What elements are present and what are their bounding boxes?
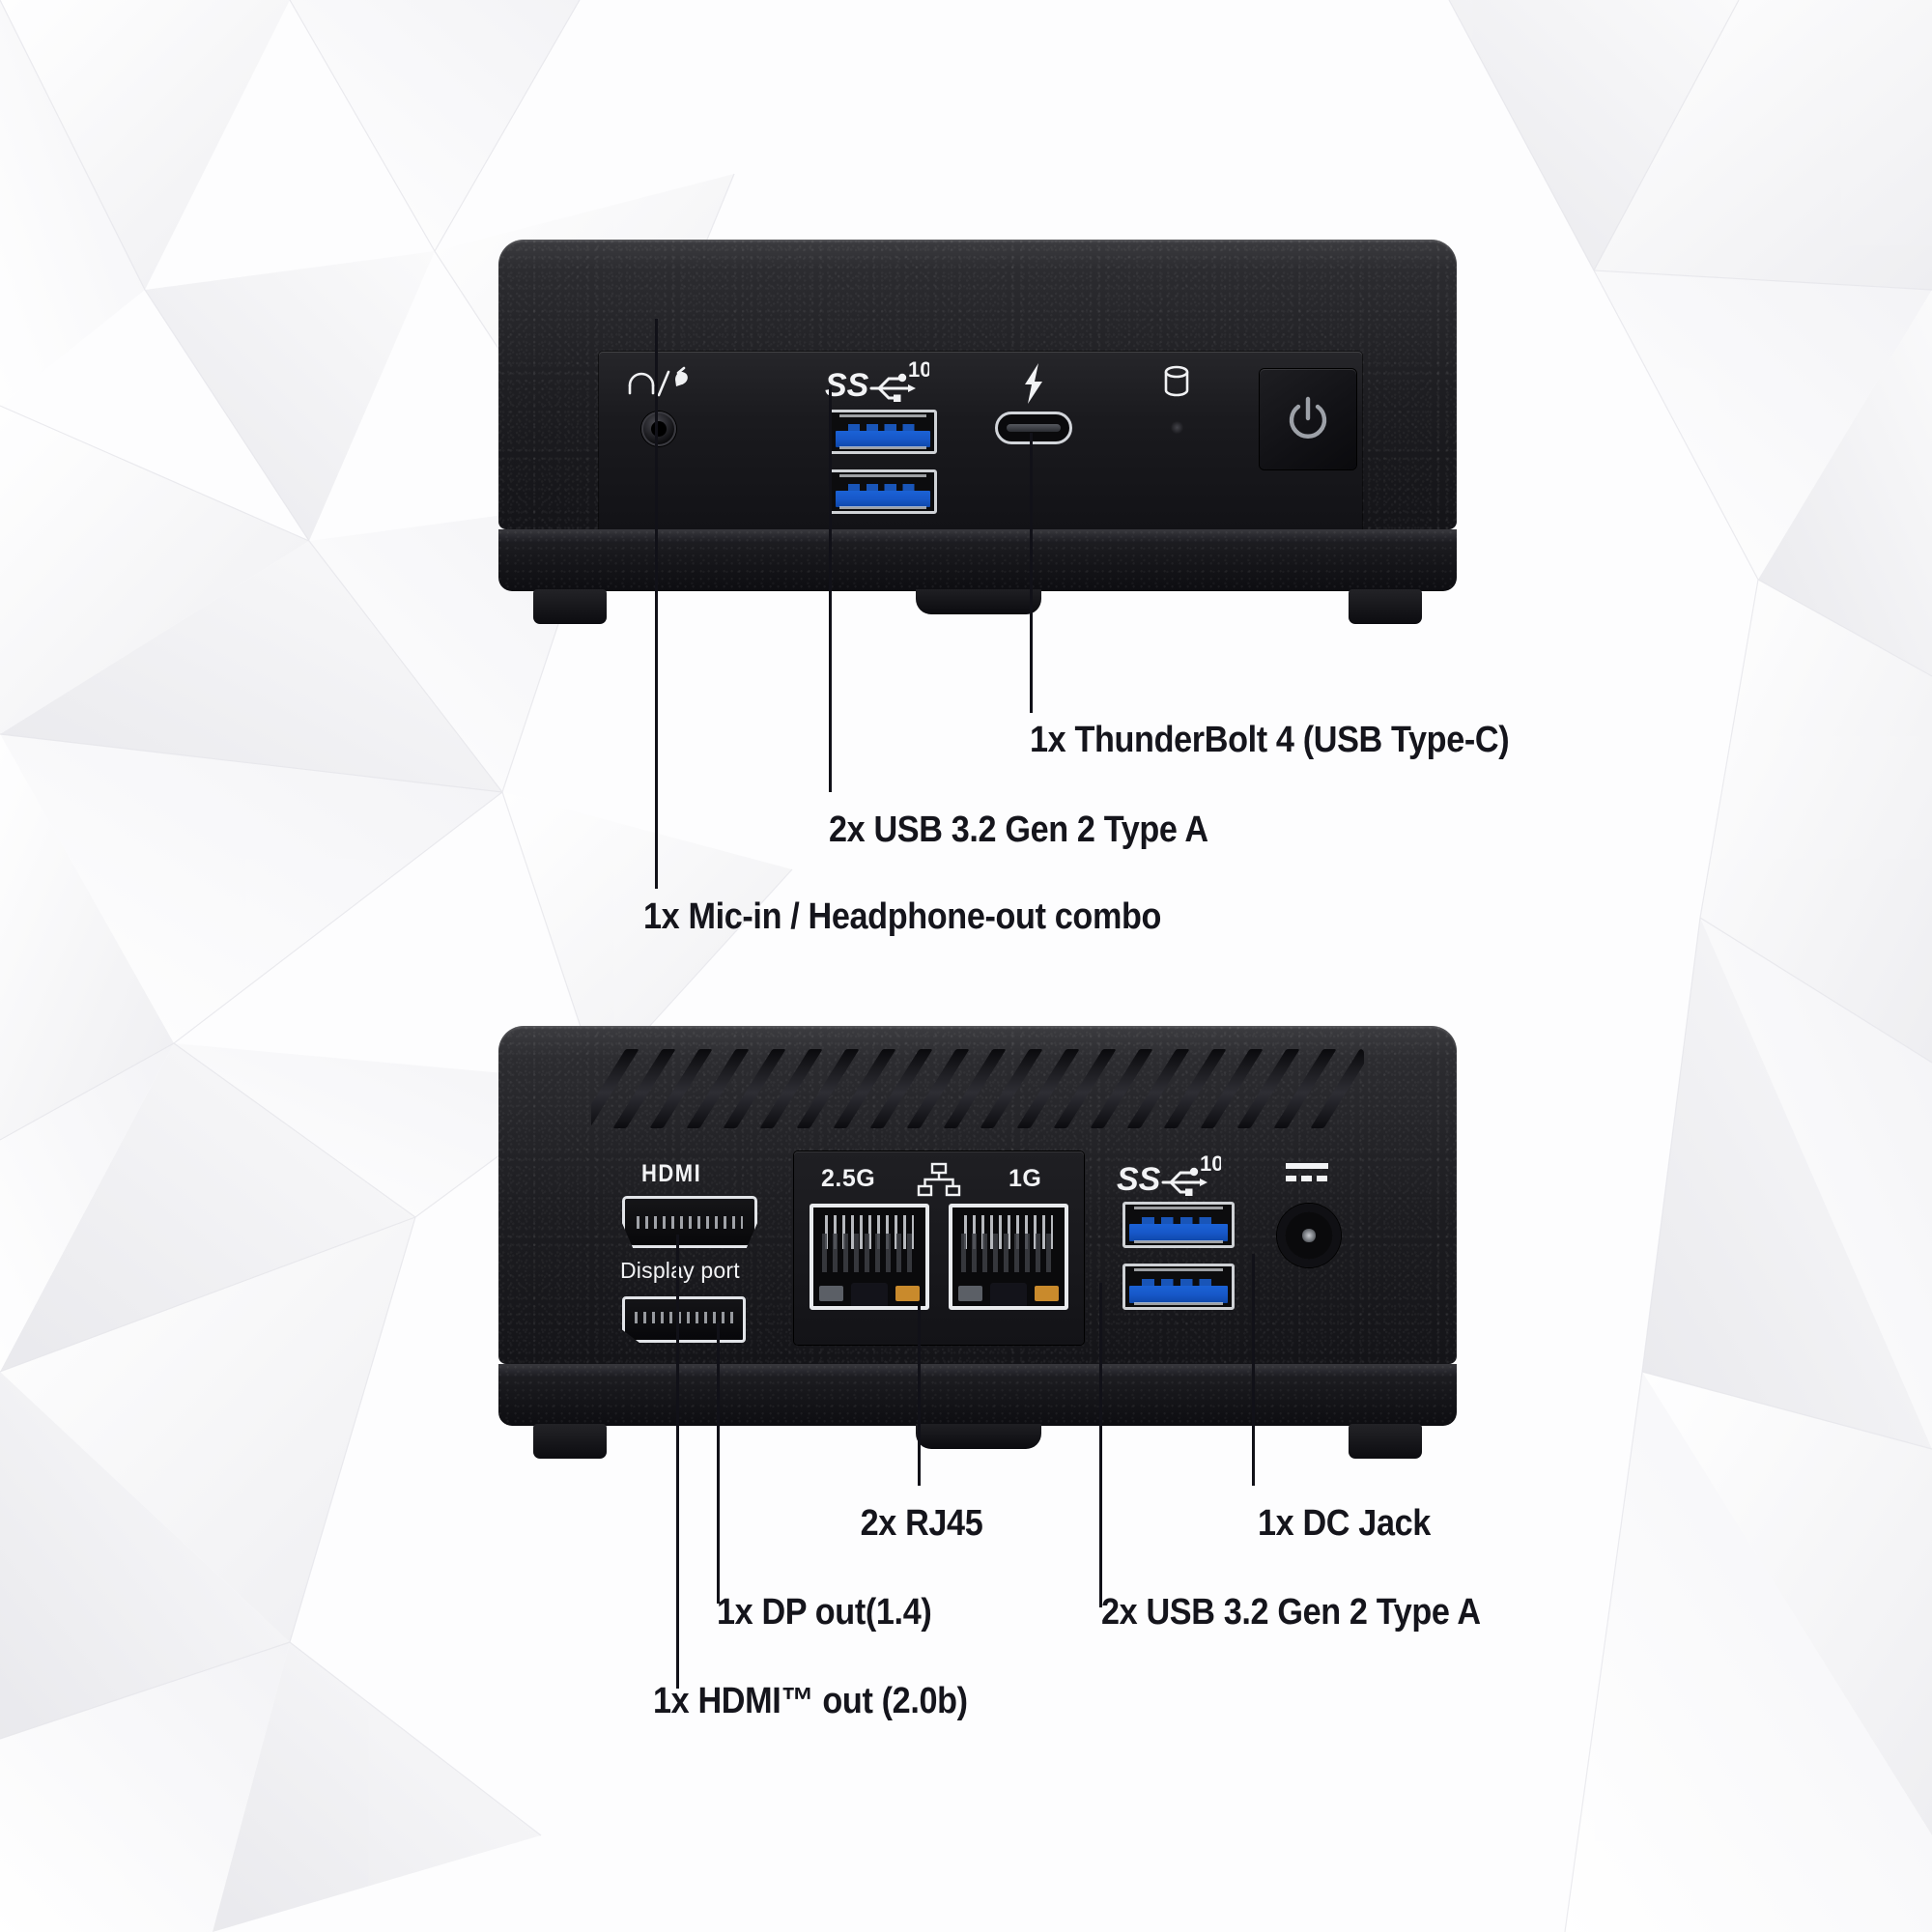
rear-panel-device: HDMI Display port 2.5G 1G bbox=[498, 1026, 1457, 1470]
leader-line-dp bbox=[717, 1321, 720, 1604]
chassis-base-lip-rear bbox=[498, 1364, 1457, 1378]
headphone-mic-combo-icon bbox=[628, 366, 688, 397]
usb-a-port-front-top[interactable] bbox=[829, 410, 937, 454]
callout-rj45: 2x RJ45 bbox=[860, 1503, 983, 1544]
leader-line-audio bbox=[655, 319, 658, 889]
front-panel-device: SS 10 bbox=[498, 240, 1457, 643]
power-button[interactable] bbox=[1260, 369, 1356, 469]
callout-audio-combo: 1x Mic-in / Headphone-out combo bbox=[643, 896, 1162, 937]
usb-a-port-rear-top[interactable] bbox=[1122, 1202, 1235, 1248]
rj45-port-block: 2.5G 1G bbox=[794, 1151, 1084, 1345]
chassis-base-lip-front bbox=[498, 529, 1457, 543]
callout-usb32-rear: 2x USB 3.2 Gen 2 Type A bbox=[1101, 1592, 1481, 1633]
displayport-port[interactable] bbox=[622, 1296, 746, 1343]
hdmi-port[interactable] bbox=[622, 1196, 757, 1248]
leader-line-usb32-rear bbox=[1099, 1283, 1102, 1607]
rj45-port-2-5g[interactable] bbox=[810, 1204, 929, 1310]
chassis-notch-rear bbox=[916, 1424, 1041, 1449]
callout-hdmi-out: 1x HDMI™ out (2.0b) bbox=[653, 1681, 968, 1721]
callout-usb32-front: 2x USB 3.2 Gen 2 Type A bbox=[829, 810, 1208, 850]
front-io-plate: SS 10 bbox=[599, 352, 1362, 547]
usb-a-port-rear-bottom[interactable] bbox=[1122, 1264, 1235, 1310]
chassis-base-front bbox=[498, 529, 1457, 591]
leader-line-hdmi bbox=[676, 1235, 679, 1689]
rj45-port-1g[interactable] bbox=[949, 1204, 1068, 1310]
dc-power-icon bbox=[1286, 1163, 1328, 1181]
chassis-foot-front-right bbox=[1349, 589, 1422, 624]
usb-superspeed-10-icon-rear: SS 10 bbox=[1117, 1153, 1221, 1198]
chassis-foot-rear-right bbox=[1349, 1424, 1422, 1459]
svg-text:SS: SS bbox=[1117, 1161, 1161, 1198]
leader-line-dc bbox=[1252, 1254, 1255, 1486]
audio-combo-jack[interactable] bbox=[641, 412, 676, 446]
power-symbol-icon bbox=[1289, 396, 1327, 439]
rear-vent-grille bbox=[591, 1049, 1364, 1128]
callout-thunderbolt: 1x ThunderBolt 4 (USB Type-C) bbox=[1030, 720, 1510, 760]
leader-line-rj45 bbox=[918, 1306, 921, 1486]
thunderbolt-usb-c-port[interactable] bbox=[995, 412, 1072, 444]
callout-dc-jack: 1x DC Jack bbox=[1258, 1503, 1431, 1544]
hdd-activity-led bbox=[1171, 421, 1183, 434]
usb-superspeed-10-icon: SS 10 bbox=[825, 359, 929, 404]
svg-text:SS: SS bbox=[825, 367, 869, 404]
lan-2-5g-label: 2.5G bbox=[821, 1165, 876, 1192]
leader-line-thunderbolt bbox=[1030, 433, 1033, 713]
thunderbolt-icon bbox=[1025, 363, 1042, 404]
svg-text:10: 10 bbox=[908, 359, 929, 382]
dc-jack-port[interactable] bbox=[1277, 1204, 1341, 1267]
chassis-notch-front bbox=[916, 589, 1041, 614]
chassis-foot-front-left bbox=[533, 589, 607, 624]
storage-drive-icon bbox=[1164, 365, 1189, 397]
lan-1g-label: 1G bbox=[1009, 1165, 1042, 1192]
chassis-base-rear bbox=[498, 1364, 1457, 1426]
network-lan-icon bbox=[917, 1162, 961, 1197]
usb-a-port-front-bottom[interactable] bbox=[829, 469, 937, 514]
callout-dp-out: 1x DP out(1.4) bbox=[717, 1592, 932, 1633]
svg-text:10: 10 bbox=[1200, 1153, 1221, 1176]
chassis-foot-rear-left bbox=[533, 1424, 607, 1459]
leader-line-usb32-front bbox=[829, 386, 832, 792]
